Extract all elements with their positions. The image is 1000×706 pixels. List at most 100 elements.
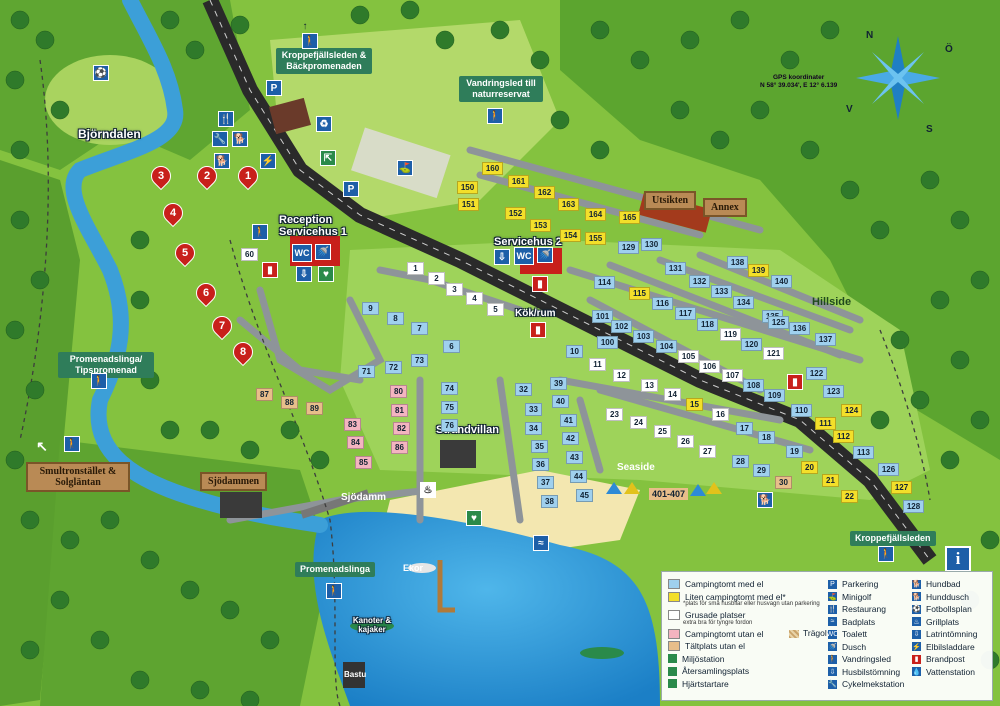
campsite-1[interactable]: 1 <box>407 262 424 275</box>
campsite-21[interactable]: 21 <box>822 474 839 487</box>
campsite-25[interactable]: 25 <box>654 425 671 438</box>
campsite-35[interactable]: 35 <box>531 440 548 453</box>
campsite-155[interactable]: 155 <box>585 232 606 245</box>
campsite-85[interactable]: 85 <box>355 456 372 469</box>
campsite-87[interactable]: 87 <box>256 388 273 401</box>
campsite-120[interactable]: 120 <box>741 338 762 351</box>
campsite-4[interactable]: 4 <box>466 292 483 305</box>
campsite-103[interactable]: 103 <box>633 330 654 343</box>
campsite-124[interactable]: 124 <box>841 404 862 417</box>
campsite-121[interactable]: 121 <box>763 347 784 360</box>
campsite-8[interactable]: 8 <box>387 312 404 325</box>
campsite-33[interactable]: 33 <box>525 403 542 416</box>
campsite-3[interactable]: 3 <box>446 283 463 296</box>
campsite-165[interactable]: 165 <box>619 211 640 224</box>
campsite-44[interactable]: 44 <box>570 470 587 483</box>
campsite-17[interactable]: 17 <box>736 422 753 435</box>
campsite-131[interactable]: 131 <box>665 262 686 275</box>
campsite-75[interactable]: 75 <box>441 401 458 414</box>
campsite-115[interactable]: 115 <box>629 287 650 300</box>
campsite-12[interactable]: 12 <box>613 369 630 382</box>
campsite-86[interactable]: 86 <box>391 441 408 454</box>
campsite-100[interactable]: 100 <box>597 336 618 349</box>
campsite-133[interactable]: 133 <box>711 285 732 298</box>
campsite-16[interactable]: 16 <box>712 408 729 421</box>
campsite-101[interactable]: 101 <box>592 310 613 323</box>
campsite-36[interactable]: 36 <box>532 458 549 471</box>
campsite-26[interactable]: 26 <box>677 435 694 448</box>
campsite-129[interactable]: 129 <box>618 241 639 254</box>
campsite-88[interactable]: 88 <box>281 396 298 409</box>
campsite-71[interactable]: 71 <box>358 365 375 378</box>
campsite-153[interactable]: 153 <box>530 219 551 232</box>
campsite-126[interactable]: 126 <box>878 463 899 476</box>
campsite-82[interactable]: 82 <box>393 422 410 435</box>
campsite-13[interactable]: 13 <box>641 379 658 392</box>
campsite-28[interactable]: 28 <box>732 455 749 468</box>
campsite-39[interactable]: 39 <box>550 377 567 390</box>
campsite-123[interactable]: 123 <box>823 385 844 398</box>
campsite-118[interactable]: 118 <box>697 318 718 331</box>
campsite-5[interactable]: 5 <box>487 303 504 316</box>
campsite-83[interactable]: 83 <box>344 418 361 431</box>
campsite-119[interactable]: 119 <box>720 328 741 341</box>
campsite-2[interactable]: 2 <box>428 272 445 285</box>
campsite-163[interactable]: 163 <box>558 198 579 211</box>
campsite-80[interactable]: 80 <box>390 385 407 398</box>
campsite-151[interactable]: 151 <box>458 198 479 211</box>
campsite-107[interactable]: 107 <box>722 369 743 382</box>
campsite-110[interactable]: 110 <box>791 404 812 417</box>
campsite-128[interactable]: 128 <box>903 500 924 513</box>
campsite-24[interactable]: 24 <box>630 416 647 429</box>
campsite-20[interactable]: 20 <box>801 461 818 474</box>
campsite-140[interactable]: 140 <box>771 275 792 288</box>
campsite-27[interactable]: 27 <box>699 445 716 458</box>
campsite-32[interactable]: 32 <box>515 383 532 396</box>
campsite-89[interactable]: 89 <box>306 402 323 415</box>
campsite-114[interactable]: 114 <box>594 276 615 289</box>
campsite-45[interactable]: 45 <box>576 489 593 502</box>
campsite-127[interactable]: 127 <box>891 481 912 494</box>
campsite-152[interactable]: 152 <box>505 207 526 220</box>
campsite-6[interactable]: 6 <box>443 340 460 353</box>
campsite-111[interactable]: 111 <box>815 417 836 430</box>
campsite-22[interactable]: 22 <box>841 490 858 503</box>
campsite-7[interactable]: 7 <box>411 322 428 335</box>
campsite-150[interactable]: 150 <box>457 181 478 194</box>
campsite-15[interactable]: 15 <box>686 398 703 411</box>
campsite-139[interactable]: 139 <box>748 264 769 277</box>
campsite-60[interactable]: 60 <box>241 248 258 261</box>
campsite-40[interactable]: 40 <box>552 395 569 408</box>
campsite-162[interactable]: 162 <box>534 186 555 199</box>
campsite-42[interactable]: 42 <box>562 432 579 445</box>
campsite-74[interactable]: 74 <box>441 382 458 395</box>
campsite-106[interactable]: 106 <box>699 360 720 373</box>
campsite-134[interactable]: 134 <box>733 296 754 309</box>
campsite-19[interactable]: 19 <box>786 445 803 458</box>
campsite-9[interactable]: 9 <box>362 302 379 315</box>
campsite-112[interactable]: 112 <box>833 430 854 443</box>
campsite-30[interactable]: 30 <box>775 476 792 489</box>
campsite-81[interactable]: 81 <box>391 404 408 417</box>
campsite-34[interactable]: 34 <box>525 422 542 435</box>
campsite-73[interactable]: 73 <box>411 354 428 367</box>
campsite-160[interactable]: 160 <box>482 162 503 175</box>
campsite-132[interactable]: 132 <box>689 275 710 288</box>
campsite-84[interactable]: 84 <box>347 436 364 449</box>
campsite-108[interactable]: 108 <box>743 379 764 392</box>
campsite-116[interactable]: 116 <box>652 297 673 310</box>
campsite-18[interactable]: 18 <box>758 431 775 444</box>
campsite-41[interactable]: 41 <box>560 414 577 427</box>
campsite-113[interactable]: 113 <box>853 446 874 459</box>
info-icon[interactable]: i <box>945 546 971 572</box>
campsite-161[interactable]: 161 <box>508 175 529 188</box>
campsite-37[interactable]: 37 <box>537 476 554 489</box>
campsite-38[interactable]: 38 <box>541 495 558 508</box>
campsite-122[interactable]: 122 <box>806 367 827 380</box>
campsite-137[interactable]: 137 <box>815 333 836 346</box>
campsite-164[interactable]: 164 <box>585 208 606 221</box>
campsite-104[interactable]: 104 <box>656 340 677 353</box>
campsite-117[interactable]: 117 <box>675 307 696 320</box>
campsite-154[interactable]: 154 <box>560 229 581 242</box>
campsite-109[interactable]: 109 <box>764 389 785 402</box>
